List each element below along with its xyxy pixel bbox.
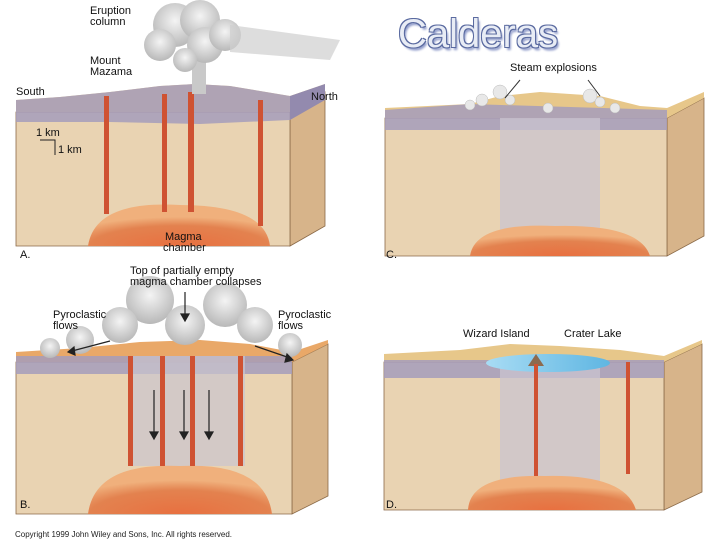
label-south: South	[16, 86, 45, 98]
label-collapse-1: Top of partially empty	[130, 265, 234, 277]
label-pyro-right-2: flows	[278, 320, 304, 332]
label-magma-2: chamber	[163, 242, 206, 254]
steam-arrows-c	[504, 79, 601, 99]
label-panel-d: D.	[386, 499, 397, 511]
block-side-d	[663, 343, 703, 511]
panel-b	[15, 276, 329, 515]
panel-c	[384, 79, 705, 257]
copyright-text: Copyright 1999 John Wiley and Sons, Inc.…	[15, 530, 232, 539]
collapse-zone-b	[130, 356, 245, 466]
arrows-b	[66, 292, 295, 441]
surface-top-d	[384, 340, 702, 362]
block-side-b	[291, 343, 329, 515]
label-scale-horizontal: 1 km	[36, 127, 60, 139]
panel-a	[15, 0, 340, 247]
label-pyro-right-1: Pyroclastic	[278, 309, 332, 321]
purple-band-side-a	[290, 84, 325, 120]
magma-chamber-d	[468, 475, 636, 510]
conduits-d	[534, 362, 630, 476]
conduits-a	[104, 92, 263, 226]
scale-bar-a	[40, 139, 56, 155]
label-mount-1: Mount	[90, 55, 121, 67]
label-pyro-left-1: Pyroclastic	[53, 309, 107, 321]
conduits-b	[128, 356, 243, 466]
block-side-c	[666, 97, 705, 257]
label-scale-vertical: 1 km	[58, 144, 82, 156]
panel-d	[383, 340, 703, 511]
page-title: Calderas	[398, 12, 559, 56]
ash-cloud-b	[40, 276, 302, 358]
label-eruption-column-2: column	[90, 16, 126, 28]
label-eruption-column-1: Eruption	[90, 5, 131, 17]
eruption-cloud-a	[144, 0, 340, 94]
label-north: North	[311, 91, 338, 103]
purple-band-a	[16, 84, 290, 124]
magma-chamber-b	[88, 465, 272, 514]
label-magma-1: Magma	[165, 231, 202, 243]
steam-c	[464, 84, 621, 114]
label-pyro-left-2: flows	[53, 320, 79, 332]
magma-chamber-c	[470, 225, 650, 256]
label-mount-2: Mazama	[90, 66, 133, 78]
wizard-island-d	[528, 354, 544, 366]
collapse-zone-d	[500, 362, 600, 482]
label-panel-a: A.	[20, 249, 31, 261]
label-crater-lake: Crater Lake	[564, 328, 622, 340]
label-panel-b: B.	[20, 499, 31, 511]
crater-lake-d	[486, 354, 610, 372]
magma-chamber-a	[88, 204, 270, 246]
label-steam-explosions: Steam explosions	[510, 62, 597, 74]
label-panel-c: C.	[386, 249, 397, 261]
collapse-zone-c	[500, 118, 600, 240]
label-collapse-2: magma chamber collapses	[130, 276, 262, 288]
label-wizard-island: Wizard Island	[463, 328, 530, 340]
